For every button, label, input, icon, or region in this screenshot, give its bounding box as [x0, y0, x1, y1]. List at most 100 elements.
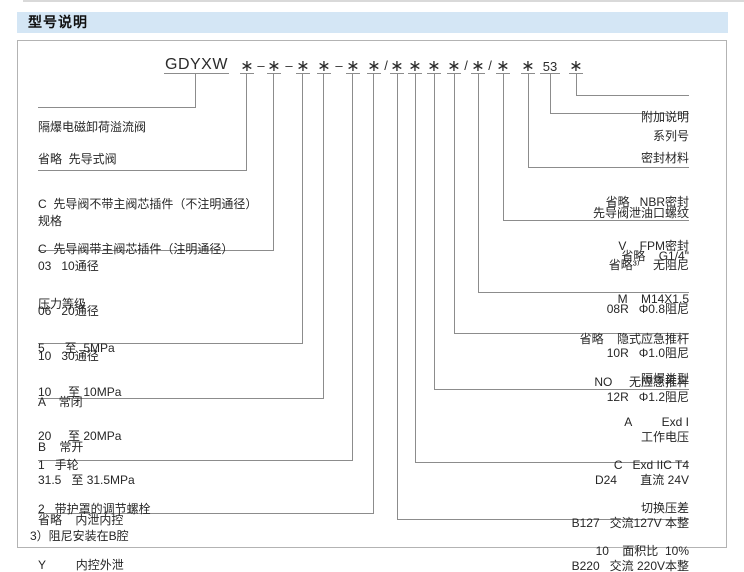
text-line: 附加说明 — [640, 110, 689, 124]
code-star-7: ∗ — [390, 58, 404, 75]
connector-adjustment — [38, 74, 353, 461]
footnote: 3）阻尼安装在B腔 — [30, 529, 129, 543]
text-line: M M14X1.5 — [617, 292, 689, 306]
model-code-diagram: GDYXW ∗ – ∗ – ∗ ∗ – ∗ ∗ / ∗ ∗ ∗ ∗ / ∗ / … — [17, 40, 727, 572]
explosion-proof-type-options: 隔爆类型 A Exd I C Exd IIC T4 — [614, 344, 689, 501]
top-divider — [23, 0, 744, 2]
text-line: 1 手轮 — [38, 458, 79, 472]
code-star-12: ∗ — [496, 58, 510, 75]
series-number-label: 系列号 — [653, 102, 689, 171]
emergency-pin-options: 省略 隐式应急推杆 NO 无应急推杆 — [580, 304, 689, 418]
text-line: 省略 隐式应急推杆 — [579, 332, 689, 346]
connector-damping — [478, 74, 689, 293]
code-dash-1: – — [257, 58, 265, 73]
text-line: D24 直流 24V — [594, 473, 689, 487]
code-star-2: ∗ — [267, 58, 281, 75]
code-series-number: 53 — [540, 59, 560, 74]
code-slash-2: / — [464, 58, 468, 73]
connector-additional-note — [576, 74, 689, 96]
code-dash-2: – — [285, 58, 293, 73]
text-line: 06 20通径 — [38, 304, 99, 318]
text-line: 先导阀泄油口螺纹 — [592, 206, 689, 220]
additional-note-label: 附加说明 — [641, 83, 689, 152]
code-star-14: ∗ — [569, 58, 583, 75]
connector-product-name — [38, 74, 196, 108]
text-line: C Exd IIC T4 — [613, 458, 689, 472]
text-line: 省略 先导式阀 — [38, 152, 117, 166]
pilot-valve-options: 省略 先导式阀 C 先导阀不带主阀芯插件（不注明通径） C 先导阀带主阀芯插件（… — [38, 123, 257, 286]
damping-options: 省略³⁾ 无阻尼 08R Φ0.8阻尼 10R Φ1.0阻尼 12R Φ1.2阻… — [607, 229, 689, 433]
working-voltage-options: 工作电压 D24 直流 24V B127 交流127V 本整 B220 交流 2… — [572, 402, 689, 572]
text-line: Y 内控外泄 — [38, 558, 124, 572]
text-line: 5 至 5MPa — [38, 341, 115, 355]
adjustment-options: 1 手轮 2 带护罩的调节螺栓 — [38, 429, 151, 545]
section-title: 型号说明 — [28, 14, 88, 30]
text-line: A Exd I — [624, 415, 689, 429]
text-line: 切换压差 — [640, 501, 689, 515]
text-line: 12R Φ1.2阻尼 — [606, 390, 689, 404]
text-line: 10 至 10MPa — [38, 385, 122, 399]
text-line: 10 面积比 10% — [595, 544, 689, 558]
connector-drain-thread — [503, 74, 689, 221]
product-name-label: 隔爆电磁卸荷溢流阀 — [38, 92, 146, 163]
text-line: 压力等级 — [38, 297, 87, 311]
connector-drain-control — [38, 74, 374, 514]
valve-function-options: A 常闭 B 常开 — [38, 366, 83, 484]
text-line: 工作电压 — [640, 430, 689, 444]
section-header-bar: 型号说明 — [17, 12, 728, 33]
text-line: V FPM密封 — [618, 239, 689, 253]
connector-pilot-valve — [38, 74, 247, 171]
connector-valve-function — [38, 74, 324, 399]
drain-port-thread-options: 先导阀泄油口螺纹 省略 G1/4" M M14X1.5 — [593, 178, 689, 335]
text-line: 隔爆类型 — [640, 372, 689, 386]
text-line: 03 10通径 — [38, 259, 99, 273]
pressure-grade-options: 压力等级 5 至 5MPa 10 至 10MPa 20 至 20MPa 31.5… — [38, 268, 135, 516]
connector-pressure — [38, 74, 303, 344]
code-slash-1: / — [384, 58, 388, 73]
text-line: 20 至 20MPa — [38, 429, 122, 443]
connector-explosion-type — [434, 74, 689, 390]
code-star-3: ∗ — [296, 58, 310, 75]
connector-working-voltage — [415, 74, 689, 463]
text-line: NO 无应急推杆 — [594, 375, 689, 389]
connector-switch-pressure — [397, 74, 689, 520]
text-line: 省略 NBR密封 — [605, 195, 689, 209]
text-line: 隔爆电磁卸荷溢流阀 — [38, 120, 147, 134]
connector-series-number — [550, 74, 689, 114]
text-line: 省略³⁾ 无阻尼 — [608, 258, 689, 272]
text-line: C 先导阀带主阀芯插件（注明通径） — [38, 242, 234, 256]
code-star-8: ∗ — [408, 58, 422, 75]
text-line: 31.5 至 31.5MPa — [38, 473, 135, 487]
code-star-11: ∗ — [471, 58, 485, 75]
code-star-1: ∗ — [240, 58, 254, 75]
text-line: 省略 G1/4" — [621, 249, 689, 263]
switching-pressure-options: 切换压差 10 面积比 10% 17 面积比 17% — [596, 473, 689, 572]
code-star-10: ∗ — [447, 58, 461, 75]
text-line: 10R Φ1.0阻尼 — [606, 346, 689, 360]
code-star-5: ∗ — [346, 58, 360, 75]
text-line: B220 交流 220V本整 — [571, 559, 689, 572]
text-line: 规格 — [38, 214, 63, 228]
code-slash-3: / — [488, 58, 492, 73]
connector-emergency-pin — [454, 74, 689, 334]
text-line: C 先导阀不带主阀芯插件（不注明通径） — [38, 197, 258, 211]
code-star-9: ∗ — [427, 58, 441, 75]
text-line: 10 30通径 — [38, 349, 99, 363]
drain-control-options: 省略 内泄内控 Y 内控外泄 — [38, 484, 124, 572]
text-line: A 常闭 — [38, 395, 83, 409]
code-star-6: ∗ — [367, 58, 381, 75]
text-line: B 常开 — [38, 440, 84, 454]
text-line: B127 交流127V 本整 — [571, 516, 689, 530]
code-prefix: GDYXW — [164, 56, 229, 74]
spec-options: 规格 03 10通径 06 20通径 10 30通径 — [38, 185, 99, 393]
text-line: 系列号 — [652, 129, 689, 143]
code-dash-3: – — [335, 58, 343, 73]
code-star-13: ∗ — [521, 58, 535, 75]
code-star-4: ∗ — [317, 58, 331, 75]
text-line: 密封材料 — [640, 151, 689, 165]
seal-material-options: 密封材料 省略 NBR密封 V FPM密封 — [606, 122, 689, 282]
connector-seal-material — [528, 74, 689, 168]
connector-spec — [38, 74, 274, 251]
text-line: 08R Φ0.8阻尼 — [606, 302, 689, 316]
